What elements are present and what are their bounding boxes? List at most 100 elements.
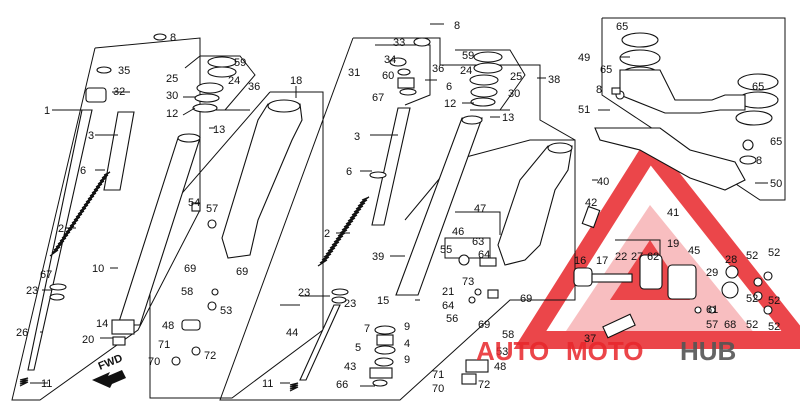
callout-6: 6	[80, 165, 86, 177]
callout-57b: 57	[706, 319, 718, 331]
callout-20: 20	[82, 334, 94, 346]
left-fork-tube	[19, 33, 237, 387]
callout-65a: 65	[616, 21, 628, 33]
callout-59b: 59	[462, 50, 474, 62]
callout-34: 34	[384, 54, 396, 66]
callout-10: 10	[92, 263, 104, 275]
callout-52b: 52	[768, 247, 780, 259]
callout-32: 32	[113, 86, 125, 98]
upper-bridge	[594, 32, 779, 191]
callout-3b: 3	[354, 131, 360, 143]
callout-46: 46	[452, 226, 464, 238]
callout-13b: 13	[502, 112, 514, 124]
callout-58b: 58	[502, 329, 514, 341]
fwd-arrow: FWD	[92, 352, 126, 388]
callout-35: 35	[118, 65, 130, 77]
callout-17: 17	[596, 255, 608, 267]
callout-5: 5	[355, 342, 361, 354]
callout-64b: 64	[442, 300, 454, 312]
callout-28: 28	[725, 254, 737, 266]
watermark-moto: MOTO	[566, 336, 644, 366]
callout-52c: 52	[746, 293, 758, 305]
callout-25: 25	[166, 73, 178, 85]
callout-16: 16	[574, 255, 586, 267]
callout-70: 70	[148, 356, 160, 368]
callout-24b: 24	[460, 65, 472, 77]
callout-56: 56	[446, 313, 458, 325]
bridge-outline	[601, 17, 786, 201]
callout-68: 68	[724, 319, 736, 331]
callout-27: 27	[631, 251, 643, 263]
callout-43: 43	[344, 361, 356, 373]
callout-48: 48	[162, 320, 174, 332]
callout-66: 66	[336, 379, 348, 391]
callout-7: 7	[364, 323, 370, 335]
callout-52a: 52	[746, 250, 758, 262]
callout-21: 21	[442, 286, 454, 298]
callout-72: 72	[204, 350, 216, 362]
callout-41: 41	[667, 207, 679, 219]
callout-36b: 36	[432, 63, 444, 75]
callout-11b: 11	[262, 378, 273, 390]
callout-19: 19	[667, 238, 679, 250]
callout-55: 55	[440, 244, 452, 256]
callout-64a: 64	[478, 249, 490, 261]
left-lower-leg	[191, 99, 303, 259]
callout-12: 12	[166, 108, 178, 120]
callout-8: 8	[170, 32, 176, 44]
callout-39: 39	[372, 251, 384, 263]
callout-11: 11	[41, 378, 52, 390]
callout-49: 49	[578, 52, 590, 64]
callout-69a: 69	[184, 263, 196, 275]
callout-8d: 8	[756, 155, 762, 167]
callout-2b: 2	[324, 228, 330, 240]
callout-30b: 30	[508, 88, 520, 100]
callout-33: 33	[393, 37, 405, 49]
callout-71b: 71	[432, 369, 444, 381]
callout-58: 58	[181, 286, 193, 298]
callout-60: 60	[382, 70, 394, 82]
callout-71: 71	[158, 339, 170, 351]
callout-8c: 8	[596, 84, 602, 96]
callout-40: 40	[597, 176, 609, 188]
callout-57: 57	[206, 203, 218, 215]
callout-61: 61	[706, 304, 718, 316]
callout-51: 51	[578, 104, 590, 116]
callout-18: 18	[290, 75, 302, 87]
callout-14: 14	[96, 318, 108, 330]
callout-42: 42	[585, 197, 597, 209]
callout-44: 44	[286, 327, 298, 339]
callout-73: 73	[462, 276, 474, 288]
callout-36: 36	[248, 81, 260, 93]
callout-69b: 69	[236, 266, 248, 278]
callout-3: 3	[88, 130, 94, 142]
callout-6c: 6	[346, 166, 352, 178]
callout-72b: 72	[478, 379, 490, 391]
callout-67: 67	[40, 269, 52, 281]
callout-25b: 25	[510, 71, 522, 83]
callout-45: 45	[688, 245, 700, 257]
watermark-hub: HUB	[680, 336, 736, 366]
left-fork-outline	[11, 37, 201, 401]
callout-6b: 6	[446, 81, 452, 93]
callout-69d: 69	[520, 293, 532, 305]
callout-52d: 52	[768, 295, 780, 307]
watermark-text: AUTO MOTO HUB	[476, 336, 736, 366]
callout-52e: 52	[746, 319, 758, 331]
callout-24: 24	[228, 75, 240, 87]
callout-50: 50	[770, 178, 782, 190]
watermark-auto: AUTO	[476, 336, 549, 366]
callout-62: 62	[647, 251, 659, 263]
callout-1: 1	[44, 105, 50, 117]
callout-15: 15	[377, 295, 389, 307]
callout-2: 2	[58, 223, 64, 235]
callout-54: 54	[188, 197, 200, 209]
callout-13: 13	[213, 124, 225, 136]
callout-29: 29	[706, 267, 718, 279]
callout-37: 37	[584, 333, 596, 345]
callout-53: 53	[220, 305, 232, 317]
caliper-assembly	[573, 239, 773, 315]
callout-38: 38	[548, 74, 560, 86]
callout-26: 26	[16, 327, 28, 339]
